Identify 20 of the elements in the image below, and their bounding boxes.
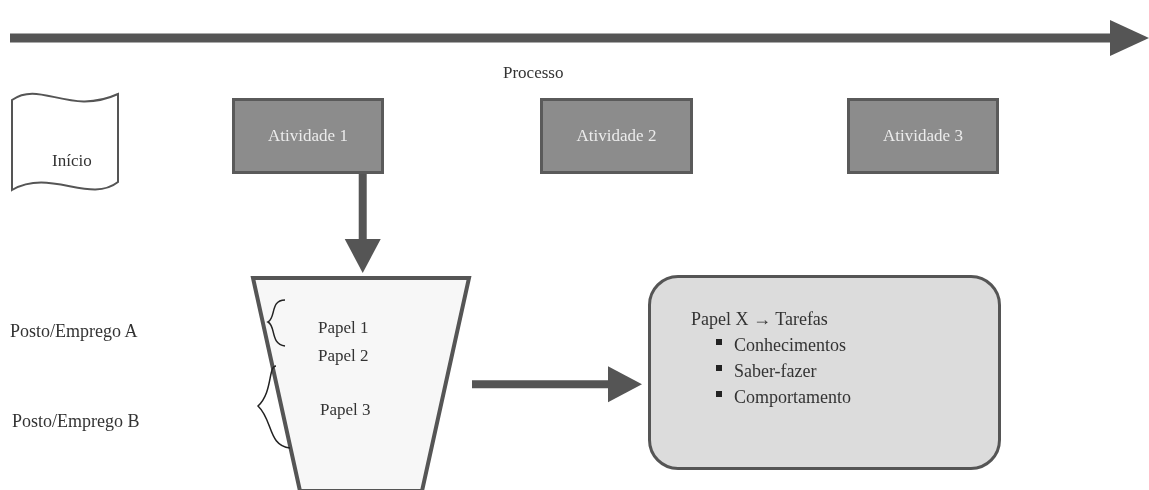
activity-label: Atividade 2 xyxy=(576,125,657,148)
funnel-shape xyxy=(250,275,472,490)
activity-box xyxy=(540,98,693,174)
row-label: Posto/Emprego A xyxy=(10,320,138,343)
list-item: Saber-fazer xyxy=(734,360,817,383)
role-label: Papel 3 xyxy=(320,399,371,421)
heading-text: Papel X → Tarefas xyxy=(691,308,828,331)
role-label: Papel 1 xyxy=(318,317,369,339)
activity-box xyxy=(847,98,999,174)
arrow xyxy=(344,174,381,273)
activity-box xyxy=(232,98,384,174)
rounded-box xyxy=(648,275,1001,470)
list-item: Conhecimentos xyxy=(734,334,846,357)
axis-label: Processo xyxy=(503,62,564,84)
row-label: Posto/Emprego B xyxy=(12,410,140,433)
role-label: Papel 2 xyxy=(318,345,369,367)
start-label: Início xyxy=(52,150,92,172)
activity-label: Atividade 1 xyxy=(268,125,348,148)
activity-label: Atividade 3 xyxy=(883,125,963,148)
list-item: Comportamento xyxy=(734,386,851,409)
